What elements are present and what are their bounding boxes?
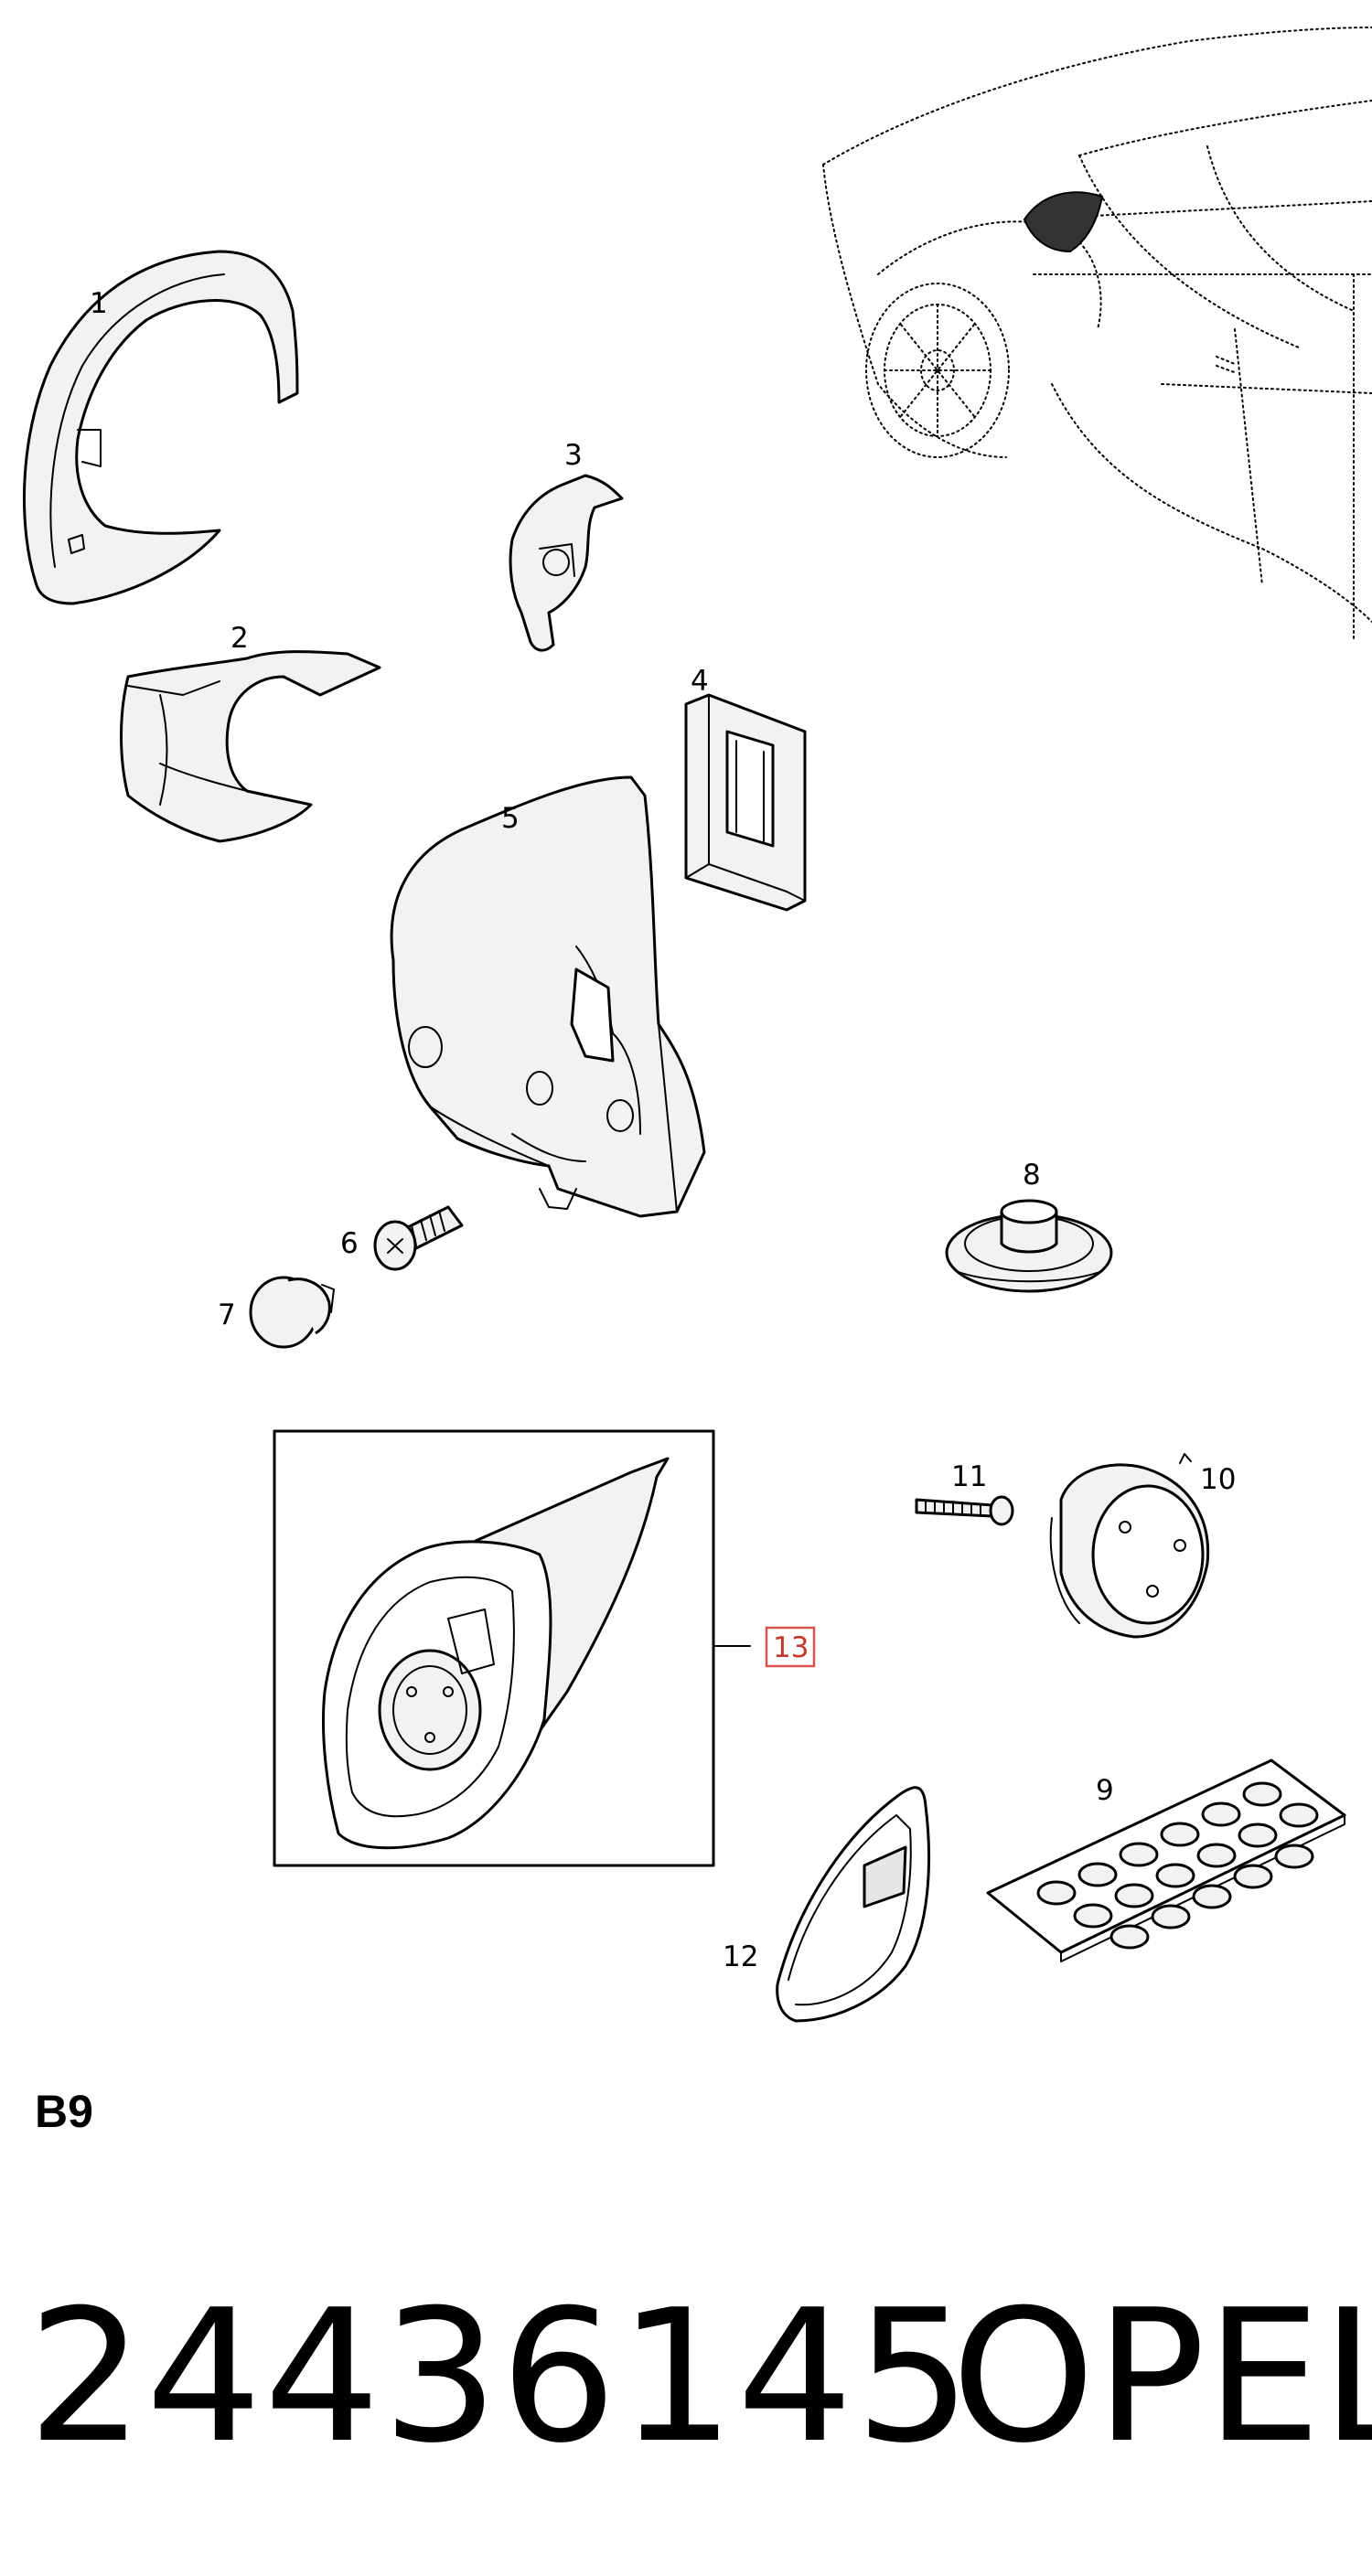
- part-7-plug-cap: [249, 1276, 335, 1349]
- assembly-13-frame: [273, 1429, 715, 1867]
- assembly-13-callout: 13: [765, 1626, 816, 1668]
- part-12-label: 12: [723, 1940, 758, 1973]
- part-8-label: 8: [1023, 1159, 1041, 1192]
- part-10-actuator: [1049, 1453, 1210, 1639]
- part-3-bracket: [509, 474, 624, 652]
- car-body-outline: [822, 27, 1372, 641]
- part-7-label: 7: [218, 1299, 236, 1331]
- part-8-grommet: [945, 1199, 1113, 1293]
- assembly-13-label: 13: [773, 1631, 809, 1664]
- part-11-label: 11: [951, 1460, 987, 1493]
- part-2-lower-cover: [120, 650, 381, 843]
- part-4-label: 4: [691, 665, 709, 698]
- part-4-foam-pad: [684, 693, 807, 912]
- part-6-screw: [373, 1205, 464, 1271]
- section-code: B9: [35, 2086, 93, 2137]
- part-number: 24436145: [27, 2271, 973, 2484]
- part-1-mirror-cover: [22, 250, 299, 605]
- adhesive-dots: [1036, 1781, 1319, 1950]
- brand-name: OPEL: [951, 2271, 1372, 2484]
- part-1-label: 1: [90, 287, 108, 320]
- part-9-adhesive-sheet: [986, 1758, 1346, 1962]
- part-6-label: 6: [340, 1227, 359, 1260]
- part-3-label: 3: [564, 439, 583, 472]
- part-2-label: 2: [230, 622, 249, 655]
- part-5-mirror-base: [390, 775, 706, 1218]
- part-9-label: 9: [1096, 1774, 1114, 1807]
- part-10-label: 10: [1200, 1463, 1236, 1496]
- part-12-mirror-glass: [776, 1786, 931, 2023]
- part-11-bolt: [915, 1495, 1014, 1526]
- part-5-label: 5: [501, 802, 520, 835]
